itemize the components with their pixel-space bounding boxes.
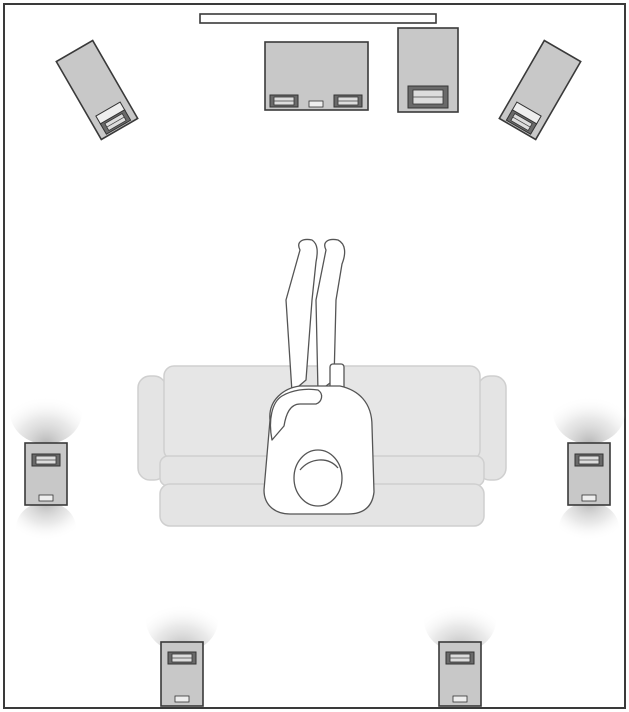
surround-left-speaker: [10, 380, 82, 554]
surround-right-speaker: [553, 380, 625, 554]
surround-back-right-speaker: [424, 588, 496, 707]
screen: [199, 13, 437, 24]
surround-back-left-speaker: [146, 588, 218, 707]
center-speaker: [264, 41, 369, 111]
front-left-speaker: [55, 39, 139, 141]
front-right-speaker: [498, 39, 582, 141]
subwoofer: [397, 27, 459, 113]
listener: [263, 238, 375, 515]
